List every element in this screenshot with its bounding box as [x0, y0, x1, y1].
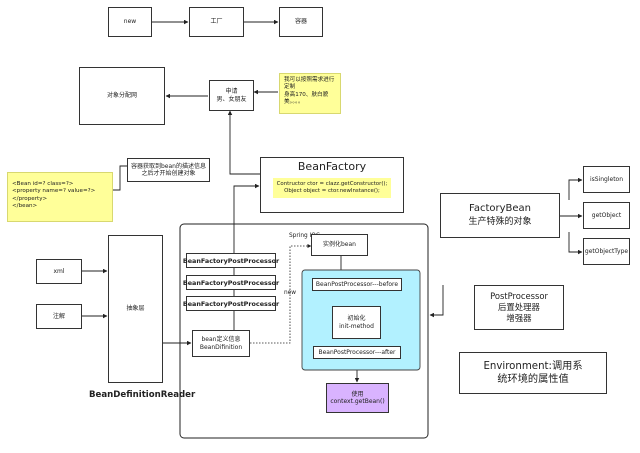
- new-label: new: [123, 18, 137, 26]
- bean-definition-label: bean定义信息 BeanDifinition: [199, 336, 243, 351]
- get-object-label: getObject: [591, 211, 622, 219]
- arrow-beanfactory-apply: [227, 110, 261, 175]
- apply-label: 申请 男、女朋友: [216, 88, 247, 103]
- environment-label: Environment:调用系 统环境的属性值: [483, 360, 583, 385]
- object-assign-label: 对象分配网: [106, 92, 137, 100]
- spring-ioc-label: Spring IOC: [289, 233, 320, 239]
- factory-box: 工厂: [189, 7, 244, 37]
- use-bean-box: 使用 context.getBean(): [326, 383, 389, 413]
- xml-config-note: <Bean id=? class=?> <property name=? val…: [7, 172, 113, 222]
- bfpp-label-2: BeanFactoryPostProcessor: [182, 278, 280, 287]
- bean-definition-box: bean定义信息 BeanDifinition: [192, 330, 250, 357]
- use-label: 使用 context.getBean(): [330, 390, 385, 406]
- factory-bean-title: FactoryBean: [468, 202, 531, 214]
- post-before-box: BeanPostProcessor---before: [312, 278, 402, 291]
- post-before-label: BeanPostProcessor---before: [315, 280, 399, 288]
- is-singleton-label: isSingleton: [589, 175, 624, 183]
- init-method-box: 初始化 init-method: [332, 306, 381, 339]
- arrow-fb-isSingleton: [568, 177, 583, 200]
- factory-label: 工厂: [210, 18, 223, 26]
- dotted-beandef-instantiate: [250, 244, 312, 344]
- annotation-source-box: 注解: [36, 304, 82, 329]
- factory-bean-subtitle: 生产特殊的对象: [468, 217, 532, 228]
- container-note-label: 容器获取到bean的描述信息 之后才开始创建对象: [131, 162, 206, 178]
- get-object-type-label: getObjectType: [584, 247, 629, 255]
- bean-definition-reader-label: BeanDefinitionReader: [89, 390, 196, 400]
- link-container-note: [113, 165, 127, 191]
- arrow-fb-getObjectType: [568, 232, 583, 255]
- is-singleton-box: isSingleton: [583, 166, 630, 193]
- post-after-box: BeanPostProcessor---after: [313, 346, 401, 359]
- container-note-box: 容器获取到bean的描述信息 之后才开始创建对象: [127, 158, 210, 182]
- instantiate-label: 实例化bean: [323, 241, 356, 249]
- bean-factory-title: BeanFactory: [297, 160, 367, 173]
- xml-source-box: xml: [36, 259, 82, 284]
- get-object-type-box: getObjectType: [583, 238, 630, 265]
- bfpp-label-1: BeanFactoryPostProcessor: [182, 256, 280, 265]
- bfpp-box-3: BeanFactoryPostProcessor: [182, 296, 280, 311]
- container-box: 容器: [279, 7, 323, 37]
- bfpp-label-3: BeanFactoryPostProcessor: [182, 299, 280, 308]
- bfpp-box-2: BeanFactoryPostProcessor: [182, 275, 280, 290]
- arrow-container-loop: [429, 285, 444, 318]
- environment-box: Environment:调用系 统环境的属性值: [459, 352, 607, 394]
- init-label: 初始化 init-method: [339, 315, 374, 330]
- bfpp-box-1: BeanFactoryPostProcessor: [182, 253, 280, 268]
- get-object-box: getObject: [583, 202, 630, 229]
- abstract-layer-box: 抽象层: [108, 235, 163, 383]
- annotation-source-label: 注解: [52, 312, 65, 320]
- new-edge-label: new: [284, 290, 296, 296]
- bean-factory-code: Contructor ctor = clazz.getConstructor()…: [272, 177, 392, 199]
- bean-factory-box: BeanFactory Contructor ctor = clazz.getC…: [260, 157, 404, 213]
- factory-bean-box: FactoryBean 生产特殊的对象: [440, 193, 560, 238]
- new-box: new: [108, 7, 152, 37]
- post-processor-label: PostProcessor 后置处理器 增强器: [490, 291, 548, 323]
- post-processor-box: PostProcessor 后置处理器 增强器: [474, 285, 564, 330]
- apply-box: 申请 男、女朋友: [209, 80, 254, 111]
- abstract-layer-label: 抽象层: [126, 305, 145, 313]
- spring-ioc-container: [179, 223, 429, 439]
- container-label: 容器: [294, 18, 307, 26]
- object-assign-box: 对象分配网: [79, 67, 165, 125]
- instantiate-bean-box: 实例化bean: [311, 234, 368, 256]
- custom-note: 我可以按照需求进行定制 身高170、肤白貌 美。。。。: [279, 73, 341, 114]
- post-after-label: BeanPostProcessor---after: [318, 348, 396, 356]
- xml-source-label: xml: [53, 267, 65, 275]
